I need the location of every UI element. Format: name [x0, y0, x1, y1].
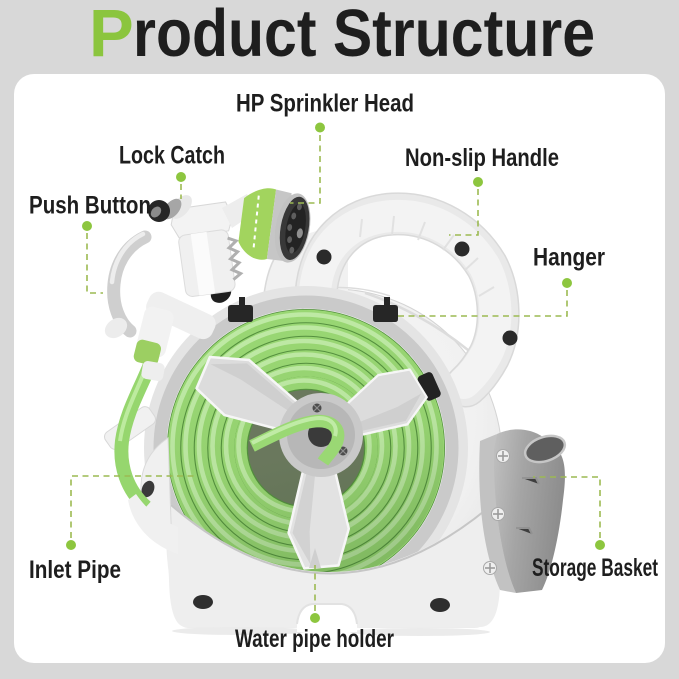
svg-text:Lock Catch: Lock Catch	[119, 142, 225, 170]
svg-text:Storage Basket: Storage Basket	[532, 554, 658, 582]
svg-text:Inlet Pipe: Inlet Pipe	[29, 556, 121, 584]
svg-text:Hanger: Hanger	[533, 244, 605, 272]
svg-text:Non-slip Handle: Non-slip Handle	[405, 144, 559, 172]
svg-text:roduct Structure: roduct Structure	[133, 0, 595, 71]
svg-text:Push Button: Push Button	[29, 192, 151, 220]
svg-text:HP Sprinkler Head: HP Sprinkler Head	[236, 90, 414, 118]
svg-text:P: P	[89, 0, 134, 71]
svg-text:Water pipe holder: Water pipe holder	[235, 625, 394, 653]
